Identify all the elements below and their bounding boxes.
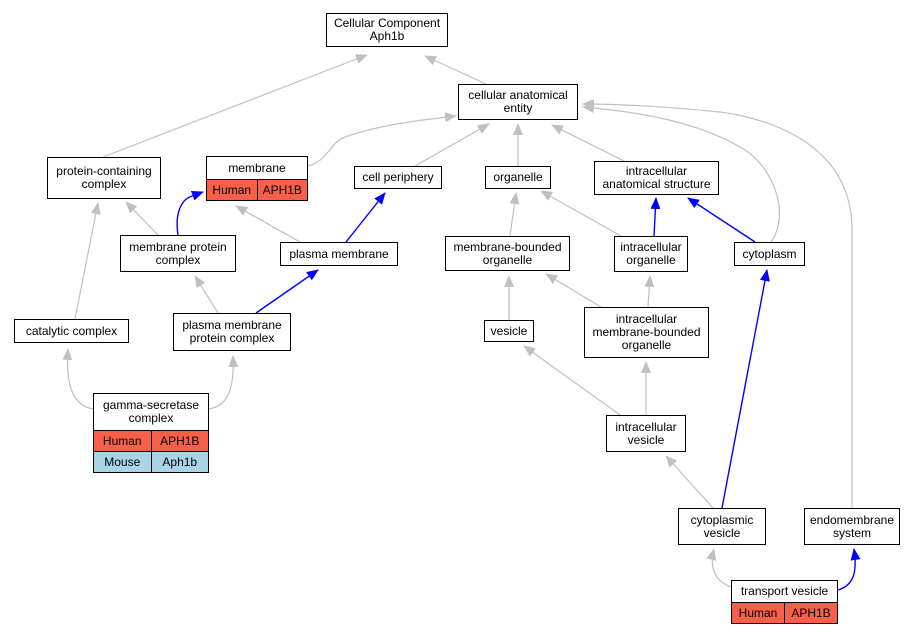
edge-endomembrane-to-cae <box>582 99 853 508</box>
node-label: cytoplasm <box>742 246 797 261</box>
node-organelle[interactable]: organelle <box>485 166 551 189</box>
gene-label: Aph1b <box>150 452 209 472</box>
edge-cytovesicle-to-cytoplasm <box>721 269 770 509</box>
edge-gsc-to-pmpc <box>208 355 239 410</box>
edge-transport-to-endomembrane <box>837 548 861 591</box>
edge-mbo-to-organelle <box>509 192 520 237</box>
annotation-row-human[interactable]: Human APH1B <box>94 430 208 451</box>
node-vesicle[interactable]: vesicle <box>484 320 534 342</box>
edge-catalytic-to-pcc <box>74 202 101 320</box>
annotation-row-mouse[interactable]: Mouse Aph1b <box>94 451 208 472</box>
edge-mpc-to-membrane <box>176 191 204 236</box>
edge-pmpc-to-pm <box>255 269 319 314</box>
edge-membrane-to-cae <box>307 112 457 167</box>
node-label: membrane <box>228 160 286 175</box>
edge-intraorg-to-ias <box>650 197 661 237</box>
node-label: organelle <box>493 170 543 184</box>
species-label: Mouse <box>104 454 141 469</box>
gene-label: APH1B <box>784 603 837 623</box>
species-label: Human <box>102 433 142 448</box>
species-label: Human <box>738 605 778 620</box>
edge-pmpc-to-mpc <box>194 275 219 314</box>
edge-pm-to-periphery <box>345 192 386 243</box>
edge-intraorg-to-organelle <box>540 190 622 237</box>
annotation-row-human[interactable]: Human APH1B <box>732 602 837 623</box>
annotation-row-human[interactable]: Human APH1B <box>207 179 307 200</box>
node-label: cell periphery <box>362 170 434 184</box>
node-label: plasma membrane <box>289 246 389 261</box>
species-label: Human <box>212 182 252 197</box>
edge-imbo-to-mbo <box>545 273 602 308</box>
edge-mpc-to-pcc <box>125 201 159 236</box>
edge-pm-to-membrane <box>235 205 301 243</box>
gene-label: APH1B <box>150 431 209 451</box>
node-plasma-membrane[interactable]: plasma membrane <box>280 242 398 266</box>
edge-periphery-to-cae <box>414 123 490 167</box>
edge-cytovesicle-to-intravesicle <box>665 455 714 509</box>
edge-pcc-to-root <box>102 54 368 158</box>
edge-intravesicle-to-vesicle <box>523 345 621 416</box>
node-catalytic[interactable]: catalytic complex <box>14 319 129 343</box>
edge-cytoplasm-to-cae <box>582 102 780 243</box>
node-label: catalytic complex <box>25 323 118 338</box>
node-cytoplasm[interactable]: cytoplasm <box>734 242 805 266</box>
edge-imbo-to-intraorg <box>644 275 655 308</box>
edge-transport-to-cytovesicle <box>706 548 732 588</box>
edge-ias-to-cae <box>551 124 625 162</box>
node-label: vesicle <box>490 323 528 338</box>
edge-cytoplasm-to-ias <box>687 197 756 243</box>
edge-cae-to-root <box>424 55 487 85</box>
edge-gsc-to-catalytic <box>62 348 94 410</box>
gene-label: APH1B <box>256 180 308 200</box>
node-label: transport vesicle <box>740 584 829 598</box>
node-cell-periphery[interactable]: cell periphery <box>354 166 442 189</box>
